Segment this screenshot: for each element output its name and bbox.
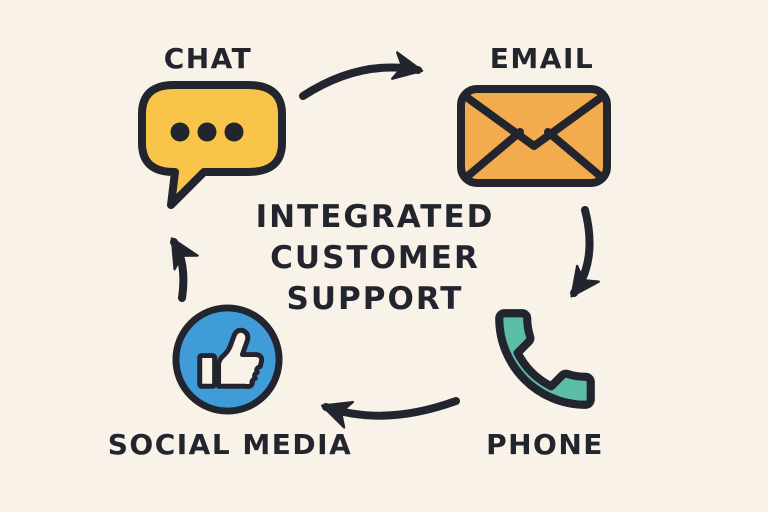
envelope-bottom-folds	[465, 128, 603, 179]
chat-bubble-icon	[138, 81, 286, 209]
thumb-hand	[216, 327, 265, 389]
phone-label: PHONE	[486, 428, 604, 461]
envelope-icon	[457, 85, 611, 187]
chat-bubble-shape	[138, 81, 286, 209]
phone-handset-shape	[495, 309, 595, 409]
thumbs-up-icon	[172, 304, 283, 415]
title-line-2: CUSTOMER	[270, 240, 480, 276]
email-label: EMAIL	[489, 42, 595, 75]
diagram-title: INTEGRATED CUSTOMER SUPPORT	[240, 197, 510, 320]
envelope-flap	[461, 92, 607, 150]
chat-dot-1	[170, 122, 190, 142]
envelope-body	[457, 85, 611, 187]
title-line-1: INTEGRATED	[255, 199, 495, 235]
chat-label: CHAT	[163, 42, 253, 75]
social-media-label: SOCIAL MEDIA	[107, 428, 353, 461]
arrow-phone-to-social	[320, 397, 460, 429]
chat-dot-3	[224, 122, 244, 142]
thumb-cuff	[197, 353, 218, 389]
title-line-3: SUPPORT	[286, 281, 464, 317]
arrow-chat-to-email	[299, 51, 424, 100]
arrow-email-to-phone	[570, 206, 600, 298]
arrow-social-to-chat	[170, 237, 199, 302]
phone-handset-icon	[495, 309, 595, 409]
chat-dot-2	[197, 122, 217, 142]
